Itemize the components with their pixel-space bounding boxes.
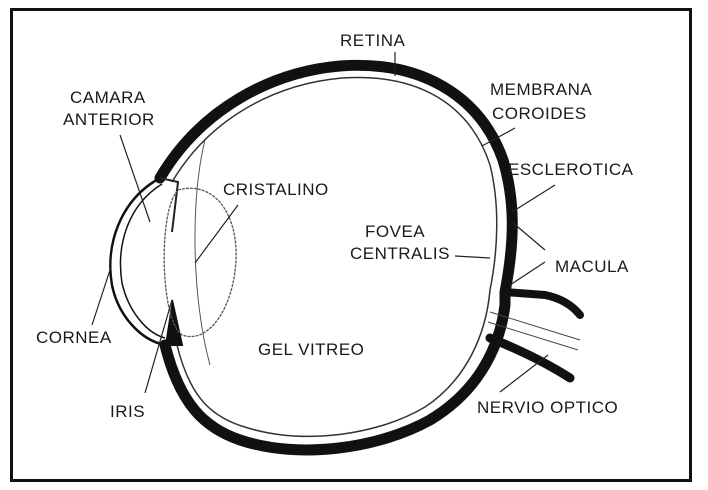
label-cornea: CORNEA [36,328,112,348]
leader-cristalino [195,205,238,263]
label-camara-anterior-line2: ANTERIOR [63,110,155,130]
label-membrana-coroides-line1: MEMBRANA [490,80,592,100]
leader-nervio-optico [500,355,548,392]
leader-fovea [455,256,490,258]
label-gel-vitreo: GEL VITREO [258,340,364,360]
label-esclerotica: ESCLEROTICA [508,160,633,180]
label-fovea-centralis-line2: CENTRALIS [350,244,450,264]
label-retina: RETINA [340,31,405,51]
label-membrana-coroides-line2: COROIDES [492,104,587,124]
label-iris: IRIS [110,402,145,422]
leader-camara-anterior [120,135,150,222]
optic-nerve-top [505,292,580,315]
label-camara-anterior-line1: CAMARA [70,88,146,108]
label-nervio-optico: NERVIO OPTICO [477,398,618,418]
label-cristalino: CRISTALINO [223,180,329,200]
iris-top [160,178,178,232]
sclera-wall [160,65,512,450]
label-fovea-centralis-line1: FOVEA [365,222,425,242]
iris-bottom [165,300,182,345]
leader-macula-2 [510,262,545,285]
leader-esclerotica [512,185,555,212]
label-macula: MACULA [555,257,629,277]
cornea-outer [110,178,165,345]
leader-cornea [92,270,110,325]
